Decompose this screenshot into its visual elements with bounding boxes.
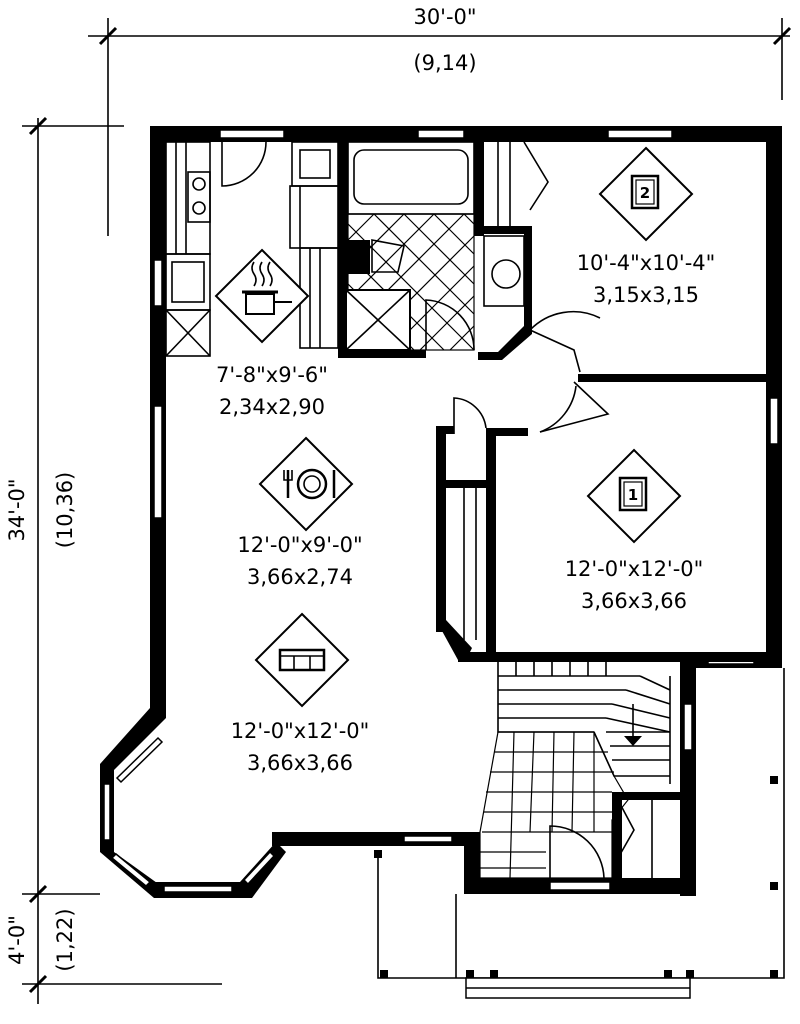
exterior-walls xyxy=(150,126,782,896)
bedroom2-size-metric: 3,15x3,15 xyxy=(593,283,699,307)
staircase xyxy=(497,662,671,784)
porch-depth-metric: (1,22) xyxy=(53,908,77,971)
dimension-lines xyxy=(22,18,792,1004)
dining-size-metric: 3,66x2,74 xyxy=(247,565,353,589)
bay-window xyxy=(100,708,286,898)
living-size-metric: 3,66x3,66 xyxy=(247,751,353,775)
kitchen-size-metric: 2,34x2,90 xyxy=(219,395,325,419)
windows xyxy=(153,129,779,891)
porch-depth-imperial: 4'-0" xyxy=(5,915,29,965)
interior-walls xyxy=(338,126,778,892)
bedroom2-closet xyxy=(497,141,610,433)
entry-tile-floor xyxy=(479,731,653,879)
overall-width-metric: (9,14) xyxy=(413,51,476,75)
sofa-icon xyxy=(254,612,350,708)
overall-depth-imperial: 34'-0" xyxy=(5,478,29,541)
hall-closet xyxy=(453,397,487,640)
living-size-imperial: 12'-0"x12'-0" xyxy=(231,719,370,743)
plate-fork-knife-icon xyxy=(258,436,354,532)
overall-width-imperial: 30'-0" xyxy=(413,5,476,29)
bedroom2-size-imperial: 10'-4"x10'-4" xyxy=(577,251,716,275)
bedroom1-size-metric: 3,66x3,66 xyxy=(581,589,687,613)
room-labels: 7'-8"x9'-6" 2,34x2,90 12'-0"x9'-0" 3,66x… xyxy=(216,251,715,775)
dining-size-imperial: 12'-0"x9'-0" xyxy=(237,533,362,557)
bedroom1-size-imperial: 12'-0"x12'-0" xyxy=(565,557,704,581)
cooking-pot-icon xyxy=(214,248,310,344)
bathroom-fixtures xyxy=(345,141,525,351)
kitchen-size-imperial: 7'-8"x9'-6" xyxy=(216,363,328,387)
bed-icon: 2 xyxy=(598,146,694,242)
bedroom1-badge: 1 xyxy=(628,486,638,504)
bedroom2-badge: 2 xyxy=(640,184,650,202)
bed-icon: 1 xyxy=(586,448,682,544)
kitchen-fixtures xyxy=(165,141,339,357)
front-porch xyxy=(374,668,785,999)
dimension-labels: 30'-0" (9,14) 34'-0" (10,36) 4'-0" (1,22… xyxy=(5,5,477,972)
overall-depth-metric: (10,36) xyxy=(53,472,77,549)
